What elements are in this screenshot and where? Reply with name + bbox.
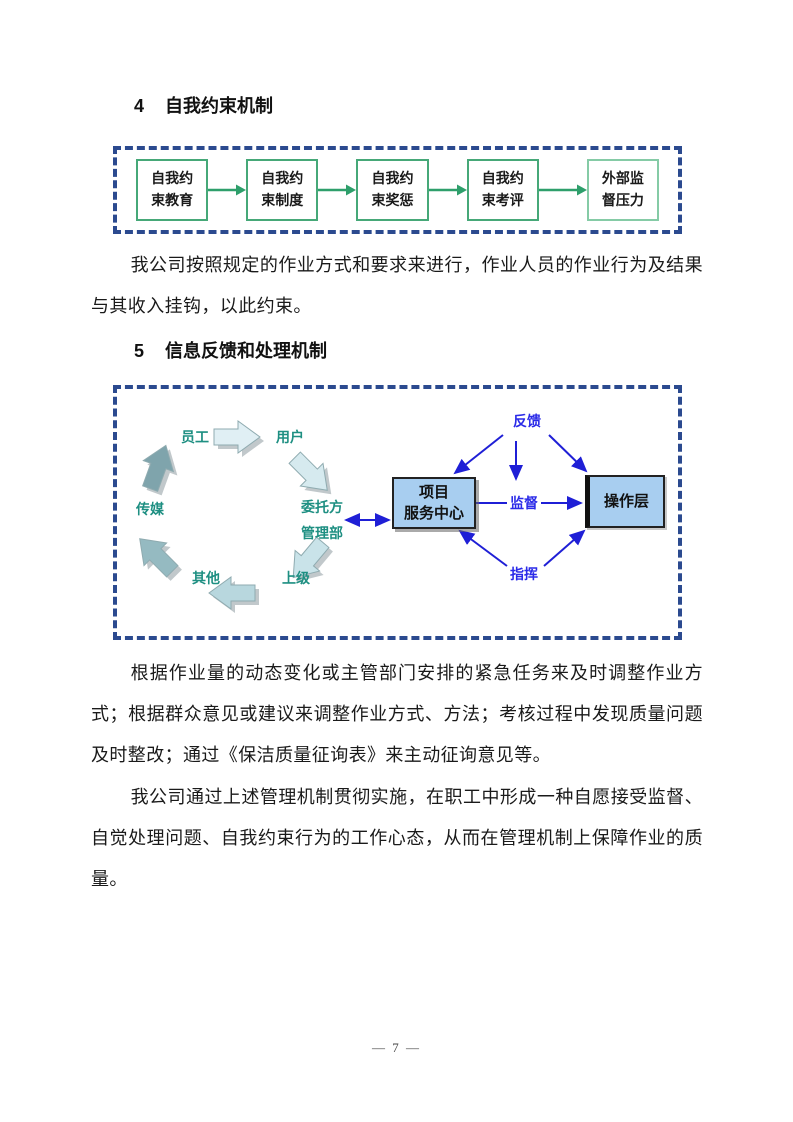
flow-step-system: 自我约 束制度 xyxy=(246,159,319,221)
feedback-to-center-arrow-icon xyxy=(453,434,504,475)
section5-paragraph1: 根据作业量的动态变化或主管部门安排的紧急任务来及时调整作业方式；根据群众意见或建… xyxy=(91,663,703,765)
section4-title: 自我约束机制 xyxy=(165,96,274,116)
flow-step-line: 束奖惩 xyxy=(371,192,414,208)
relation-arrows xyxy=(344,434,588,567)
flow-step-line: 自我约 xyxy=(261,170,304,187)
project-service-center-box: 项目 服务中心 xyxy=(392,477,476,529)
section4-heading: 4 自我约束机制 xyxy=(134,92,273,118)
flow-step-line: 自我约 xyxy=(371,170,414,187)
cycle-node-client-line2: 管理部 xyxy=(301,525,343,541)
section5-number: 5 xyxy=(134,341,145,361)
cycle-arrow-icon xyxy=(134,439,185,499)
project-service-center-line: 服务中心 xyxy=(403,505,464,522)
flow-step-education: 自我约 束教育 xyxy=(136,159,209,221)
flow-step-line: 束教育 xyxy=(151,192,194,208)
link-label-feedback: 反馈 xyxy=(513,413,541,429)
flow-step-line: 束考评 xyxy=(481,192,524,208)
flow-step-line: 自我约 xyxy=(151,170,194,187)
flow-arrow-icon xyxy=(318,184,357,196)
command-to-operation-arrow-icon xyxy=(543,529,586,567)
link-label-command: 指挥 xyxy=(510,566,538,582)
feedback-to-operation-arrow-icon xyxy=(548,434,588,473)
command-to-center-arrow-icon xyxy=(458,529,508,567)
cycle-arrow-icon xyxy=(127,526,188,587)
section4-number: 4 xyxy=(134,96,145,116)
flow-step-line: 督压力 xyxy=(601,192,644,208)
section5-title: 信息反馈和处理机制 xyxy=(165,341,328,361)
section4-paragraph: 我公司按照规定的作业方式和要求来进行，作业人员的作业行为及结果与其收入挂钩，以此… xyxy=(91,255,703,316)
flow-step-reward: 自我约 束奖惩 xyxy=(356,159,429,221)
cycle-node-media: 传媒 xyxy=(136,501,164,517)
flow-arrow-icon xyxy=(428,184,467,196)
flow-step-line: 外部监 xyxy=(601,170,644,187)
flow-step-appraisal: 自我约 束考评 xyxy=(466,159,539,221)
flow-step-line: 自我约 xyxy=(481,170,524,187)
self-restraint-flow-diagram: 自我约 束教育 自我约 束制度 自我约 束奖惩 自我约 束考评 xyxy=(113,146,682,234)
cycle-node-superior: 上级 xyxy=(282,570,310,586)
cycle-node-client-line1: 委托方 xyxy=(301,499,343,515)
cycle-node-other: 其他 xyxy=(192,570,220,586)
link-label-supervision: 监督 xyxy=(510,495,538,511)
flow-arrow-icon xyxy=(208,184,247,196)
section5-paragraph2: 我公司通过上述管理机制贯彻实施，在职工中形成一种自愿接受监督、自觉处理问题、自我… xyxy=(91,787,703,889)
flow-arrow-icon xyxy=(538,184,587,196)
project-service-center-line: 项目 xyxy=(418,484,449,501)
section5-heading: 5 信息反馈和处理机制 xyxy=(134,337,327,363)
cycle-arrow-icon xyxy=(213,420,264,457)
feedback-diagram: 员工 用户 委托方 管理部 上级 其他 传媒 反馈 监督 指挥 项目 服务中心 … xyxy=(113,385,682,640)
flow-step-external-pressure: 外部监 督压力 xyxy=(586,159,660,221)
page-number: — 7 — xyxy=(372,1040,421,1055)
cycle-node-user: 用户 xyxy=(276,429,304,445)
cycle-node-employee: 员工 xyxy=(181,429,209,445)
operation-layer-box: 操作层 xyxy=(585,475,665,528)
flow-step-line: 束制度 xyxy=(261,192,304,208)
feedback-diagram-arrows xyxy=(127,420,588,613)
